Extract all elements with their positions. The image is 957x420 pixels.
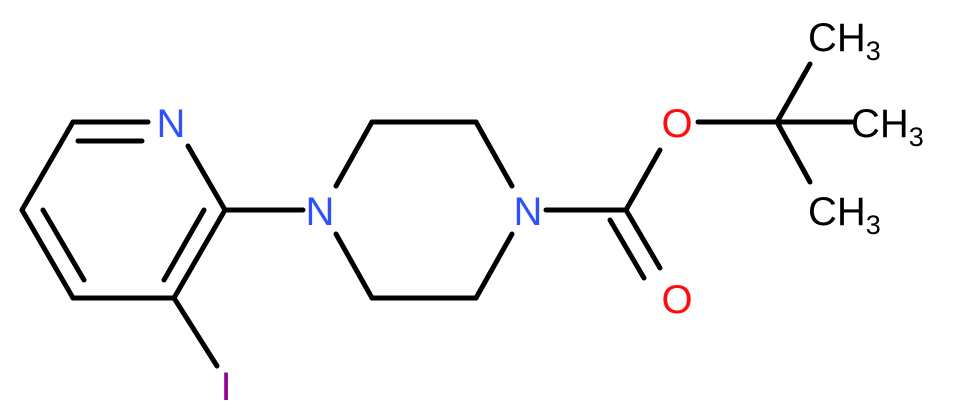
bond-c-top2-npip4	[473, 119, 515, 189]
atom-label-methyl-3: CH3	[808, 190, 881, 240]
bond-carbonyl-double-1	[623, 207, 663, 271]
atom-label-n-pyridine: N	[157, 102, 186, 146]
bond-npip4-c-bot2	[473, 231, 515, 301]
bond-npip1-c-top	[333, 119, 375, 189]
methyl-1-subscript: 3	[866, 36, 881, 66]
bond-c3-c2	[171, 207, 228, 301]
bond-c-bot-npip1	[333, 231, 375, 301]
bond-carbonyl-double-2	[607, 217, 647, 281]
atom-label-iodine: I	[220, 365, 231, 409]
bond-quat-c-me3	[774, 119, 813, 185]
bond-carbonyl-c-o-ester	[623, 147, 663, 213]
bond-c2-n-py	[185, 143, 228, 213]
atom-label-n-piperazine-4: N	[514, 190, 543, 234]
methyl-3-subscript: 3	[866, 210, 881, 240]
methyl-3-symbol: CH	[808, 190, 866, 234]
atom-label-o-ester: O	[661, 102, 692, 146]
methyl-2-subscript: 3	[909, 122, 924, 152]
bond-c5-c4	[19, 207, 76, 301]
bond-c3-iodine	[171, 295, 220, 369]
atom-label-methyl-2: CH3	[851, 102, 924, 152]
bond-c6-c5	[19, 119, 76, 213]
atom-label-n-piperazine-1: N	[306, 190, 335, 234]
atom-label-methyl-1: CH3	[808, 16, 881, 66]
bond-quat-c-me1	[774, 61, 813, 125]
bond-c3-c2-inner	[161, 207, 207, 283]
methyl-1-symbol: CH	[808, 16, 866, 60]
methyl-2-symbol: CH	[851, 102, 909, 146]
atom-label-o-carbonyl: O	[661, 278, 692, 322]
bond-c5-c4-inner	[40, 207, 87, 283]
